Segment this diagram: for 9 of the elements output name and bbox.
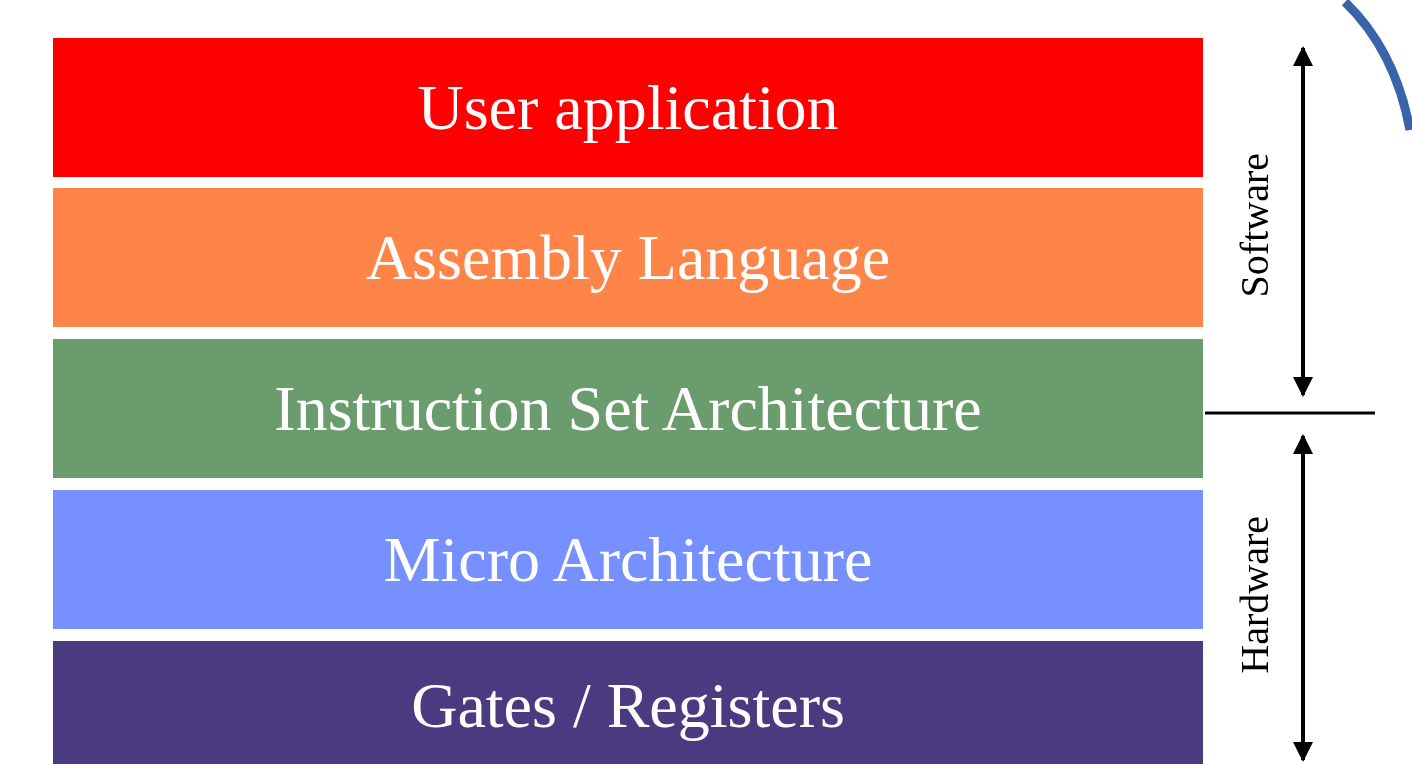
layer-band	[53, 188, 1203, 327]
layer-band	[53, 641, 1203, 764]
layer-band	[53, 339, 1203, 478]
layer-label: Instruction Set Architecture	[274, 376, 982, 441]
layer-band	[53, 38, 1203, 177]
layer-label: Micro Architecture	[383, 527, 873, 592]
layer-band	[53, 490, 1203, 629]
side-label: Software	[1235, 153, 1275, 298]
side-label: Hardware	[1235, 516, 1275, 674]
